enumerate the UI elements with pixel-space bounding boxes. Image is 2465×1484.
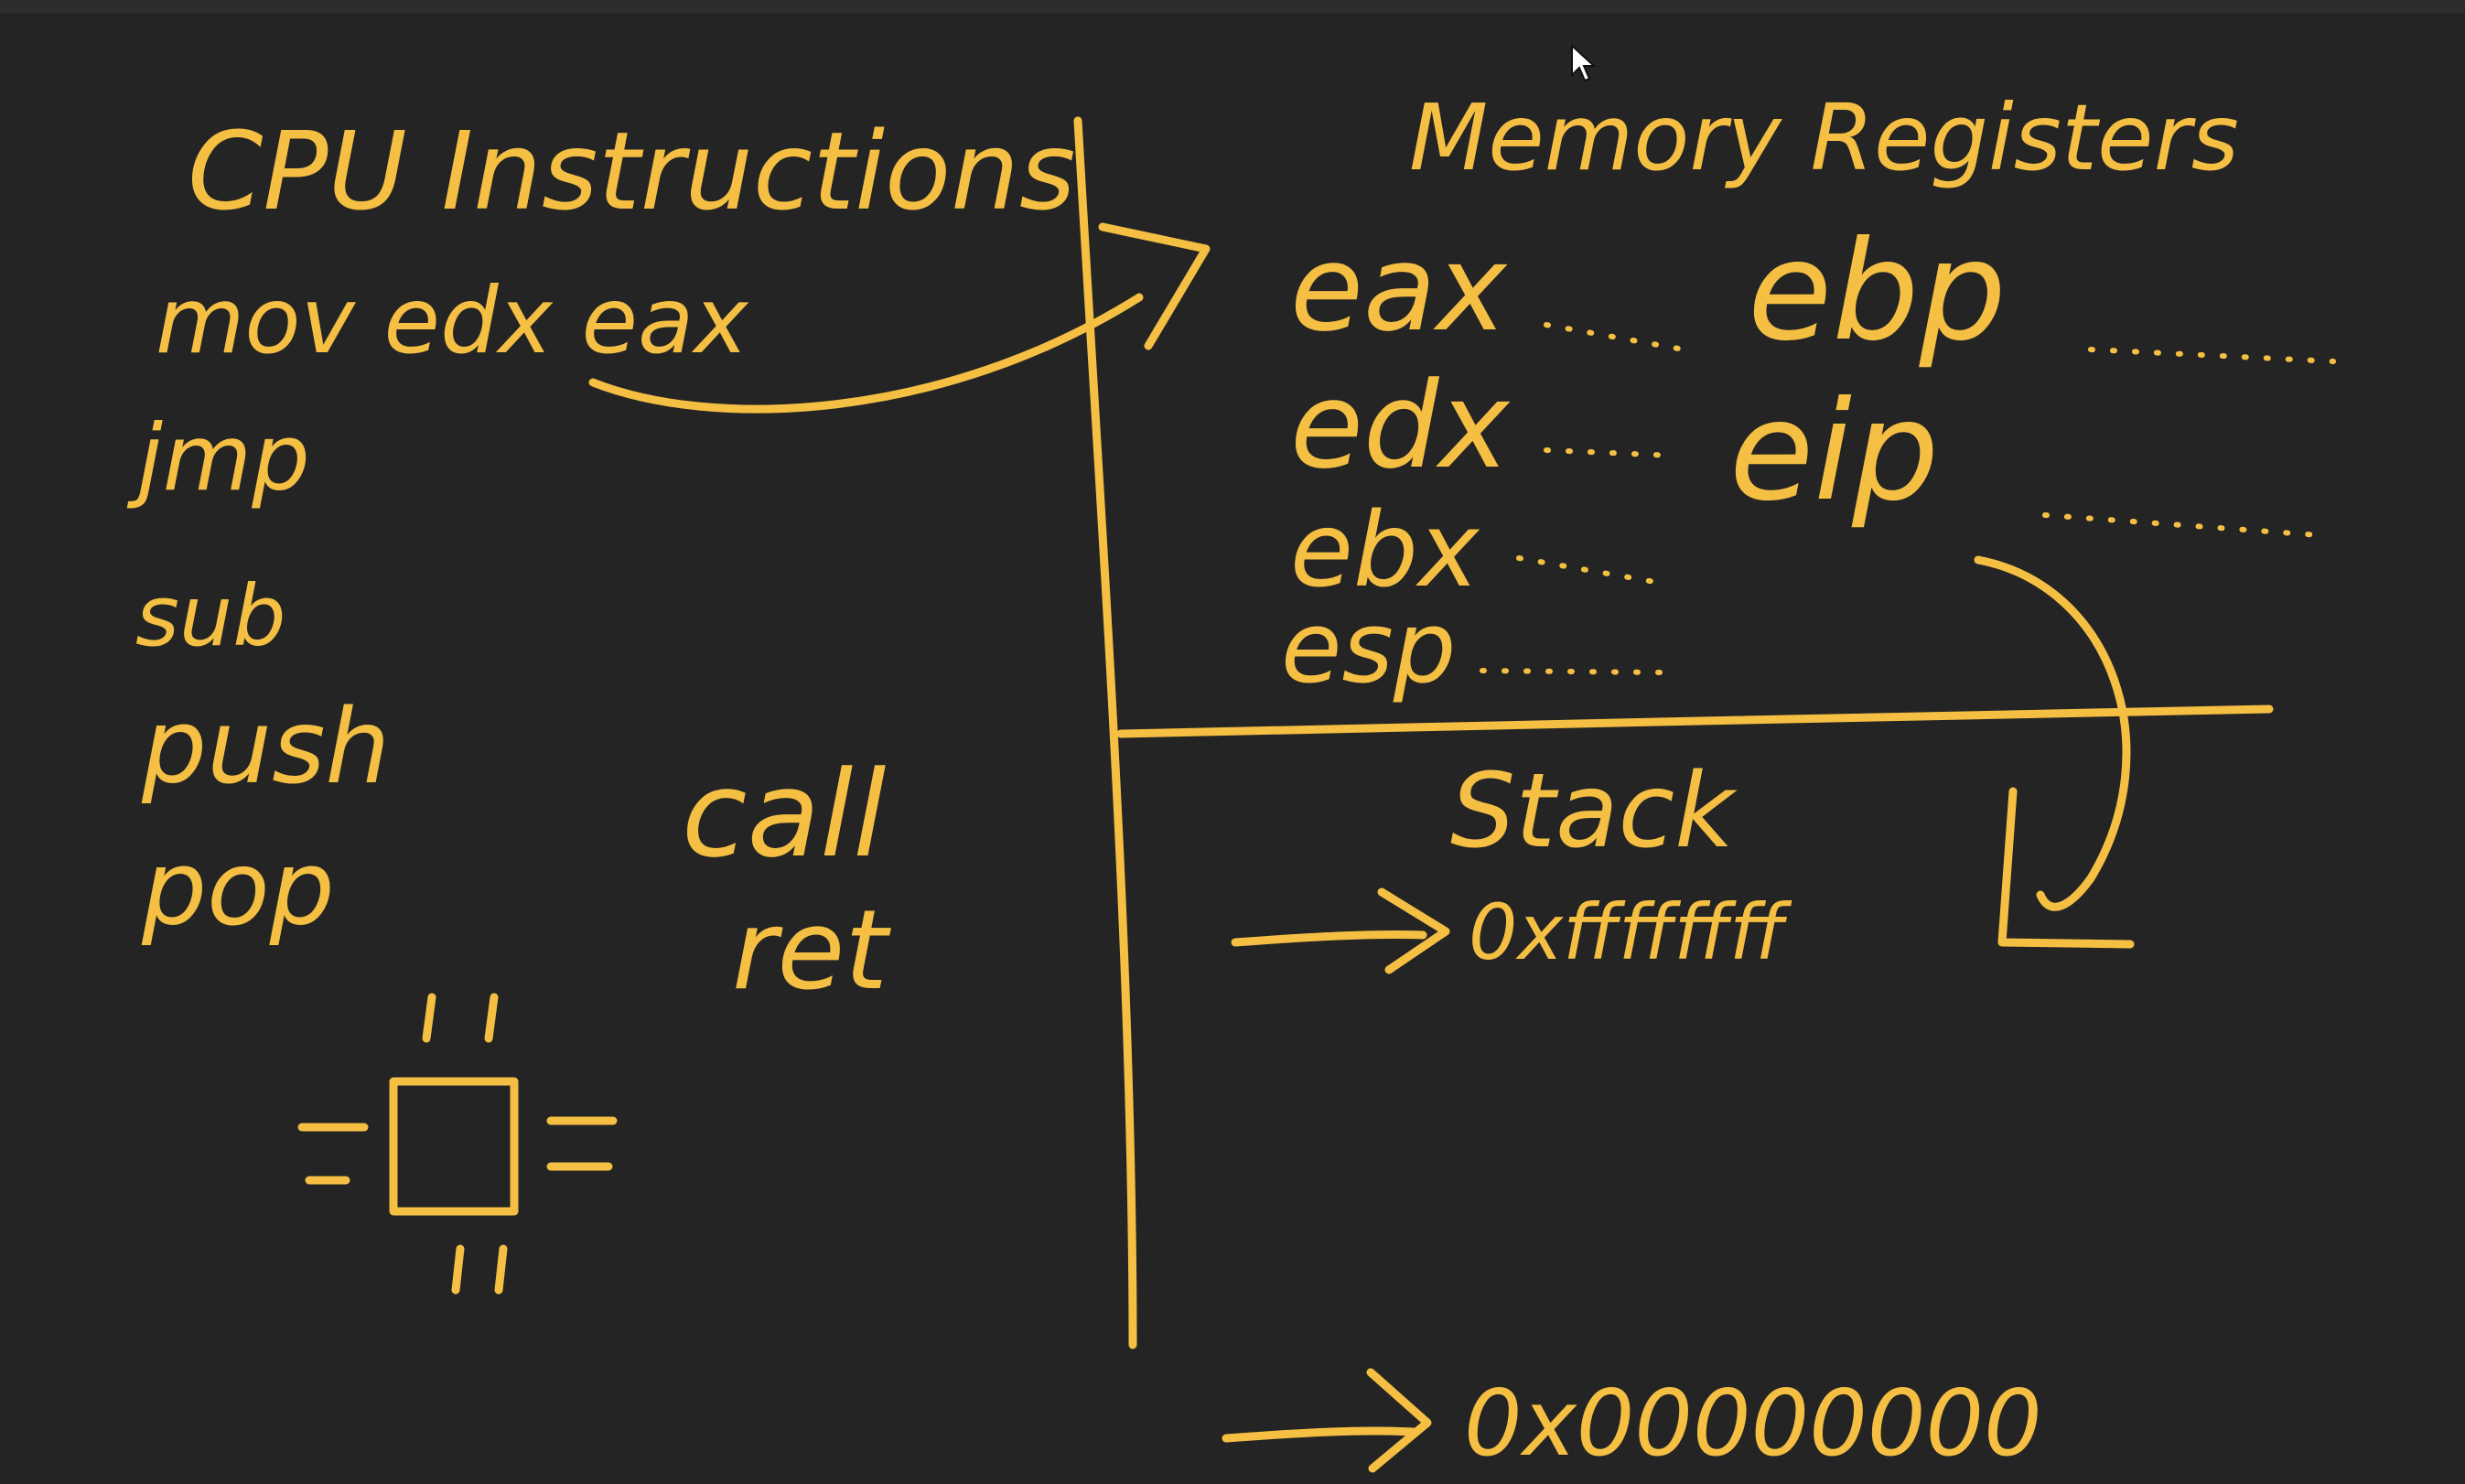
register-esp-value-dots (1480, 668, 1668, 675)
stack-top-arrow-head (1377, 887, 1450, 974)
register-eax: eax (1290, 219, 1509, 358)
stack-bottom-arrow-head (1366, 1368, 1432, 1473)
register-ebp-value-dots (2088, 347, 2336, 364)
register-eip-value-dots (2042, 512, 2322, 538)
instruction-push: push (141, 688, 390, 807)
register-eax-value-dots (1544, 322, 1686, 352)
eip-arrow-head (1997, 787, 2135, 949)
register-edx: edx (1290, 356, 1512, 495)
instruction-ret: ret (732, 887, 891, 1015)
instruction-sub: sub (135, 567, 286, 665)
memory-registers-heading: Memory Registers (1409, 84, 2239, 191)
cpu-instructions-heading: CPU Instructions (188, 108, 1075, 234)
eip-to-stack-arrow (1974, 555, 2131, 911)
register-esp: esp (1281, 591, 1456, 705)
stack-bottom-arrow-shaft (1222, 1426, 1418, 1443)
stack-top-arrow-shaft (1231, 930, 1427, 947)
instruction-jmp: jmp (126, 404, 310, 511)
instruction-pop: pop (141, 830, 335, 949)
registers-stack-divider (1116, 704, 2274, 738)
top-edge (0, 0, 2465, 13)
instruction-mov: mov edx eax (156, 267, 749, 374)
vertical-divider (1073, 116, 1137, 1350)
register-edx-value-dots (1544, 447, 1677, 458)
mov-arrow-head (1098, 222, 1211, 350)
stack-heading: Stack (1450, 752, 1738, 871)
register-ebp: ebp (1748, 212, 2007, 371)
register-eip: eip (1729, 372, 1939, 532)
stack-address-bottom: 0x00000000 (1464, 1370, 2042, 1477)
register-ebx: ebx (1290, 491, 1480, 610)
register-ebx-value-dots (1516, 555, 1668, 586)
mouse-pointer-icon (1571, 43, 1597, 82)
instruction-call: call (682, 745, 886, 884)
cpu-chip-icon (297, 993, 618, 1295)
stack-address-top: 0xffffffff (1469, 887, 1792, 977)
mov-to-register-arrow (588, 293, 1144, 414)
